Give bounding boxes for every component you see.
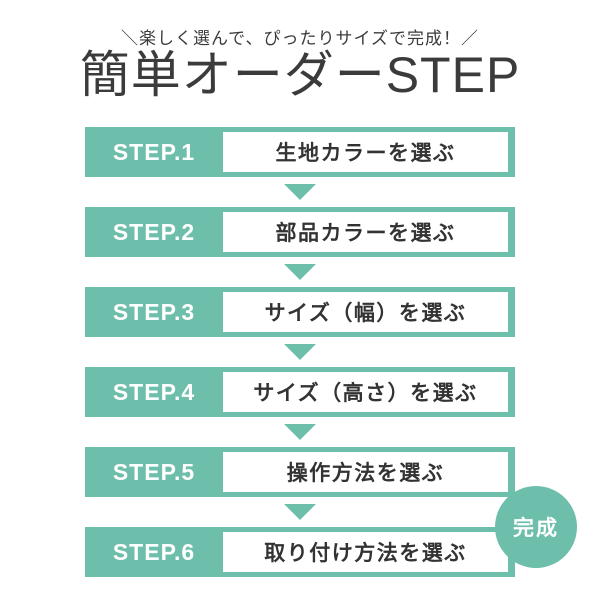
step-description: 操作方法を選ぶ xyxy=(223,452,508,492)
header-tagline: ＼楽しく選んで、ぴったりサイズで完成！／ xyxy=(121,29,479,48)
arrow-down-icon xyxy=(284,504,316,520)
step-description: 取り付け方法を選ぶ xyxy=(223,532,508,572)
step-row-1: STEP.1 生地カラーを選ぶ xyxy=(85,127,515,177)
step-description: 生地カラーを選ぶ xyxy=(223,132,508,172)
arrow-down-icon xyxy=(284,264,316,280)
step-number-label: STEP.5 xyxy=(112,458,196,485)
step-number-label: STEP.1 xyxy=(112,138,196,165)
step-row-5: STEP.5 操作方法を選ぶ xyxy=(85,447,515,497)
step-number-label: STEP.6 xyxy=(112,538,196,565)
step-number-label: STEP.2 xyxy=(112,218,196,245)
page-title: 簡単オーダーSTEP xyxy=(79,47,521,103)
step-row-3: STEP.3 サイズ（幅）を選ぶ xyxy=(85,287,515,337)
step-description: 部品カラーを選ぶ xyxy=(223,212,508,252)
step-row-4: STEP.4 サイズ（高さ）を選ぶ xyxy=(85,367,515,417)
steps-list: STEP.1 生地カラーを選ぶ STEP.2 部品カラーを選ぶ STEP.3 サ… xyxy=(85,127,515,577)
arrow-down-icon xyxy=(284,184,316,200)
step-description: サイズ（高さ）を選ぶ xyxy=(223,372,508,412)
step-description: サイズ（幅）を選ぶ xyxy=(223,292,508,332)
step-number-label: STEP.3 xyxy=(112,298,196,325)
arrow-down-icon xyxy=(284,424,316,440)
step-row-6: STEP.6 取り付け方法を選ぶ xyxy=(85,527,515,577)
completion-badge: 完成 xyxy=(495,486,577,568)
arrow-down-icon xyxy=(284,344,316,360)
step-number-label: STEP.4 xyxy=(112,378,196,405)
step-row-2: STEP.2 部品カラーを選ぶ xyxy=(85,207,515,257)
